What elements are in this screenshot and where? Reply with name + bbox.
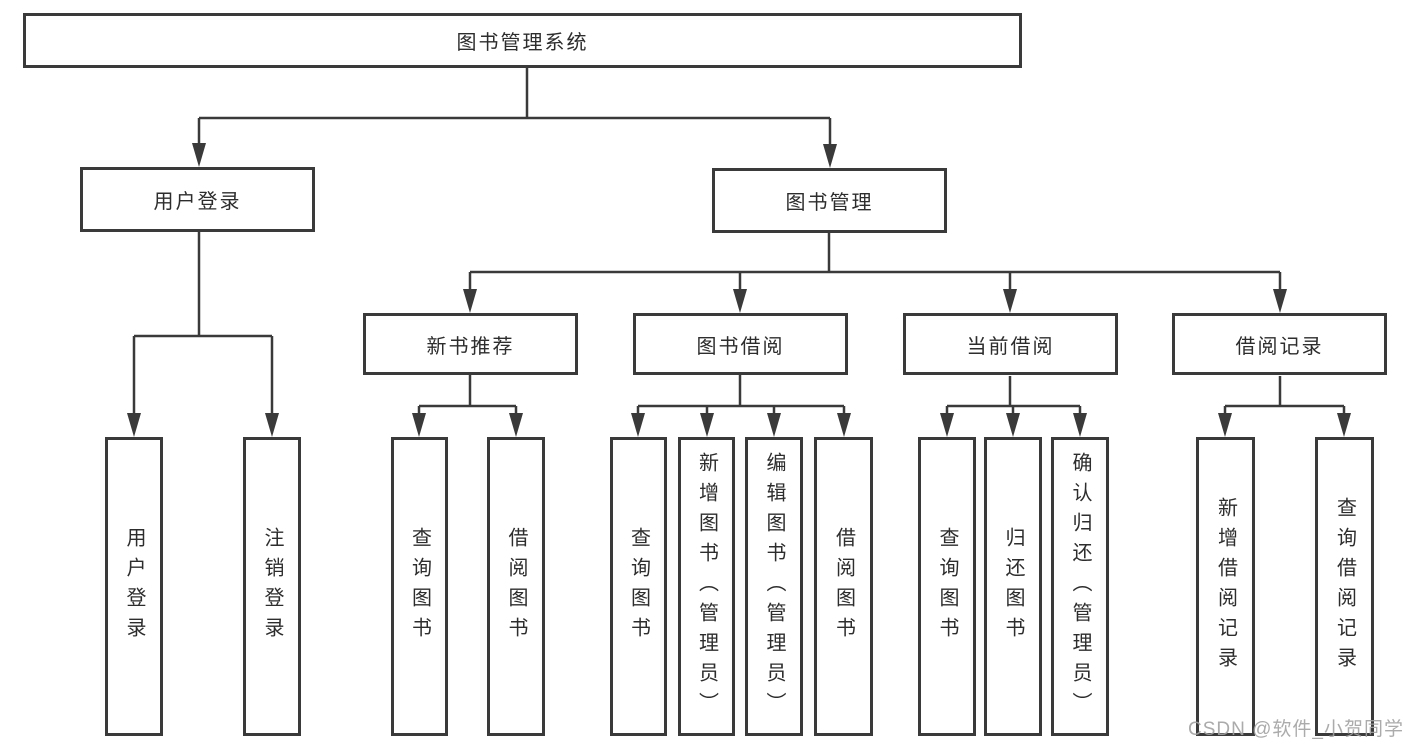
node-borrowing-records: 借阅记录 <box>1172 313 1387 375</box>
node-label: 新增借阅记录 <box>1214 496 1237 677</box>
arrowheads <box>127 143 1351 437</box>
node-label: 编辑图书（管理员） <box>763 451 785 722</box>
node-label: 注销登录 <box>261 526 283 647</box>
node-label: 借阅图书 <box>832 526 855 647</box>
node-label: 确认归还（管理员） <box>1069 451 1091 722</box>
connector-lines <box>132 68 1346 416</box>
node-library-management-system: 图书管理系统 <box>23 13 1022 68</box>
node-label: 查询图书 <box>936 526 958 647</box>
node-current-borrowing: 当前借阅 <box>903 313 1118 375</box>
leaf-query-books-recommend: 查询图书 <box>391 437 448 736</box>
node-label: 查询图书 <box>627 526 650 647</box>
leaf-query-borrowing-record: 查询借阅记录 <box>1315 437 1374 736</box>
leaf-query-books-current: 查询图书 <box>918 437 976 736</box>
node-label: 当前借阅 <box>966 335 1055 358</box>
node-label: 查询图书 <box>408 526 431 647</box>
leaf-user-login: 用户登录 <box>105 437 163 736</box>
node-book-management: 图书管理 <box>712 168 947 233</box>
leaf-confirm-return-admin: 确认归还（管理员） <box>1051 437 1109 736</box>
node-label: 新增图书（管理员） <box>695 451 718 722</box>
node-user-login: 用户登录 <box>80 167 315 232</box>
node-label: 用户登录 <box>153 191 242 213</box>
leaf-borrow-books-recommend: 借阅图书 <box>487 437 545 736</box>
node-label: 借阅图书 <box>505 526 527 647</box>
node-label: 图书借阅 <box>696 335 785 358</box>
node-label: 图书管理系统 <box>456 32 589 54</box>
csdn-watermark: CSDN @软件_小贺同学 <box>1188 719 1404 740</box>
leaf-borrow-books: 借阅图书 <box>814 437 873 736</box>
node-book-borrowing: 图书借阅 <box>633 313 848 375</box>
node-label: 用户登录 <box>123 526 145 647</box>
leaf-add-borrowing-record: 新增借阅记录 <box>1196 437 1255 736</box>
leaf-query-books-borrowing: 查询图书 <box>610 437 667 736</box>
node-new-book-recommendation: 新书推荐 <box>363 313 578 375</box>
node-label: 查询借阅记录 <box>1333 496 1356 677</box>
node-label: 新书推荐 <box>426 335 515 358</box>
leaf-edit-books-admin: 编辑图书（管理员） <box>745 437 803 736</box>
leaf-logout: 注销登录 <box>243 437 301 736</box>
node-label: 图书管理 <box>785 192 874 214</box>
node-label: 借阅记录 <box>1235 335 1324 358</box>
node-label: 归还图书 <box>1002 526 1024 647</box>
leaf-return-books: 归还图书 <box>984 437 1042 736</box>
leaf-add-books-admin: 新增图书（管理员） <box>678 437 735 736</box>
